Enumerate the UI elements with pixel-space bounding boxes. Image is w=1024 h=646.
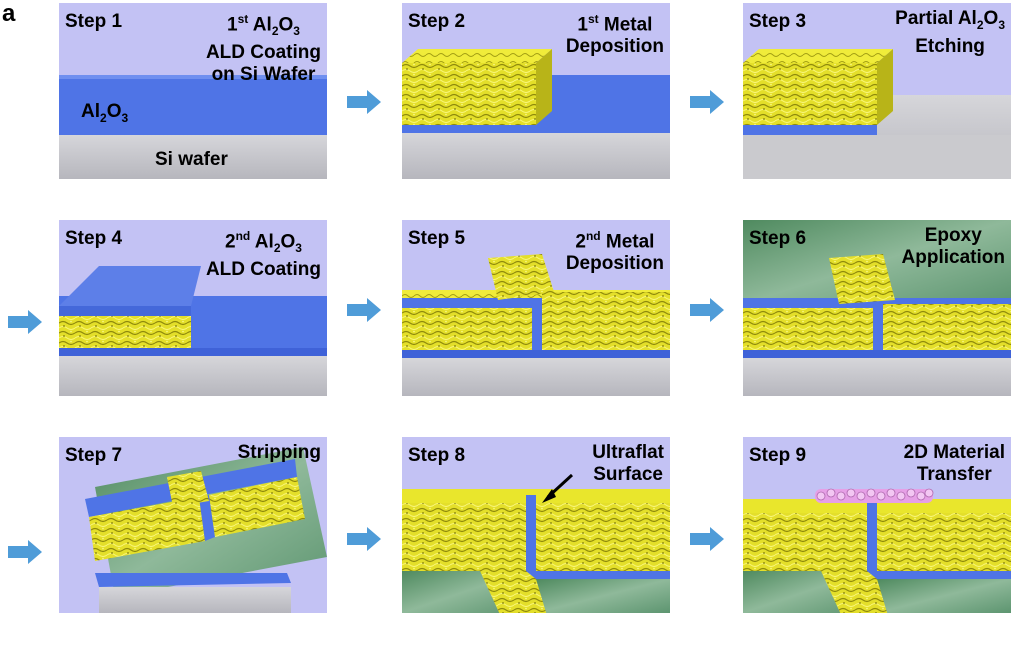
step-2-diagram	[402, 49, 670, 179]
step-1-diagram	[59, 75, 327, 179]
step-7-panel: Step 7 Stripping	[59, 437, 327, 613]
step-5-diagram	[402, 254, 670, 396]
step-label: Step 1	[65, 11, 123, 32]
right-arrow-icon	[347, 527, 381, 551]
right-arrow-icon	[690, 298, 724, 322]
step-7-diagram	[85, 447, 327, 613]
2d-material-sheet	[815, 488, 934, 503]
si-wafer-label: Si wafer	[155, 149, 228, 170]
right-arrow-icon	[690, 90, 724, 114]
al2o3-label: Al2O3	[81, 101, 129, 125]
figure-label: a	[2, 0, 16, 27]
step-label: Step 9	[749, 445, 807, 466]
right-arrow-icon	[8, 540, 42, 564]
step-label: Step 7	[65, 445, 123, 466]
step-3-diagram	[743, 49, 1011, 179]
step-label: Step 2	[408, 11, 466, 32]
step-label: Step 5	[408, 228, 466, 249]
right-arrow-icon	[347, 90, 381, 114]
step-title: Stripping	[237, 442, 321, 463]
step-label: Step 6	[749, 228, 807, 249]
step-6-diagram	[743, 220, 1011, 396]
step-label: Step 4	[65, 228, 123, 249]
right-arrow-icon	[690, 527, 724, 551]
step-label: Step 3	[749, 11, 807, 32]
right-arrow-icon	[8, 310, 42, 334]
right-arrow-icon	[347, 298, 381, 322]
step-label: Step 8	[408, 445, 466, 466]
step-9-diagram	[743, 488, 1011, 613]
step-8-diagram	[402, 473, 670, 613]
step-4-diagram	[59, 266, 327, 396]
